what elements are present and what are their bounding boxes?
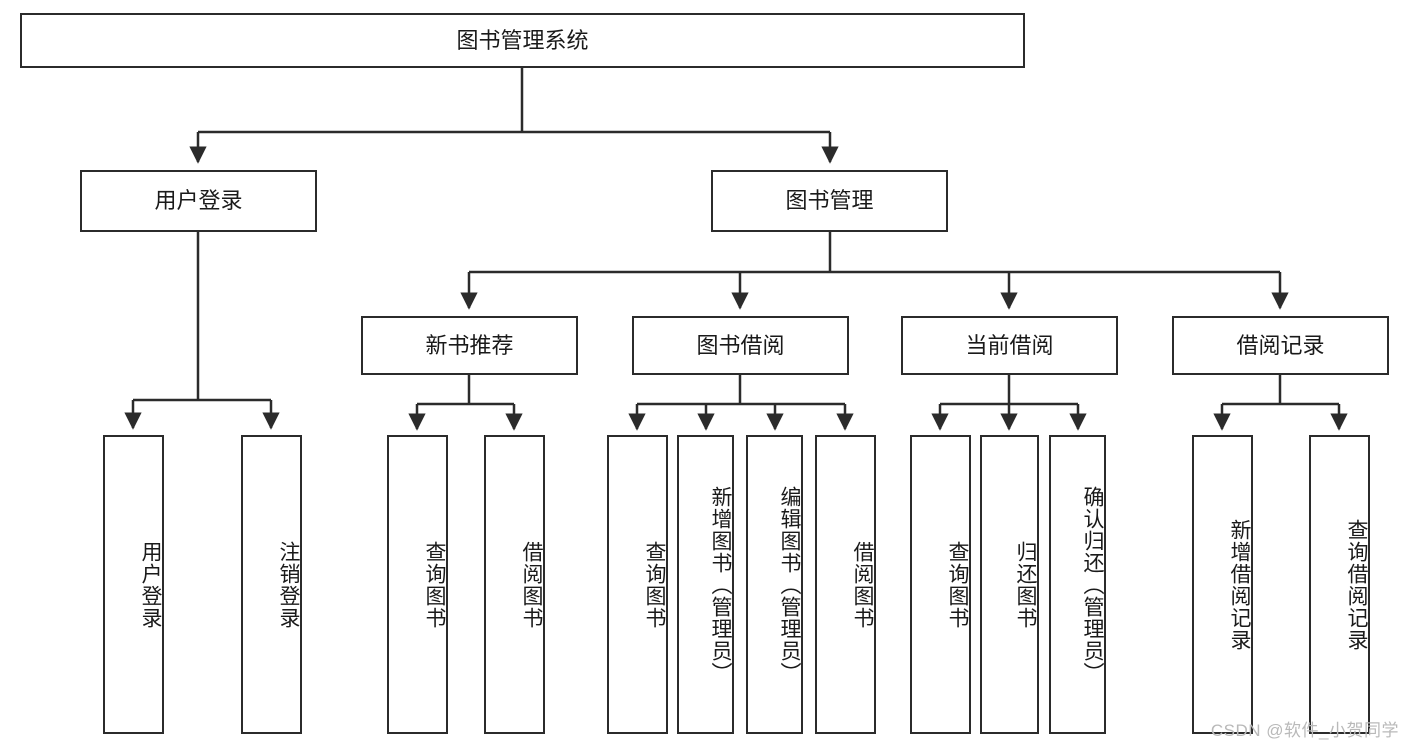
node-user-login[interactable]: 用户登录: [80, 170, 317, 232]
leaf-borrow-book[interactable]: 借阅图书: [815, 435, 876, 734]
node-label: 借阅记录: [1236, 332, 1325, 358]
node-current-borrow[interactable]: 当前借阅: [901, 316, 1118, 375]
leaf-add-borrow-record[interactable]: 新增借阅记录: [1192, 435, 1253, 734]
leaf-borrow-book-recommend[interactable]: 借阅图书: [484, 435, 545, 734]
node-label: 图书管理系统: [456, 27, 589, 53]
node-label: 借阅图书: [851, 540, 874, 629]
node-root-system[interactable]: 图书管理系统: [20, 13, 1025, 68]
node-label: 查询借阅记录: [1345, 518, 1368, 651]
leaf-return-book[interactable]: 归还图书: [980, 435, 1039, 734]
leaf-query-book-borrow[interactable]: 查询图书: [607, 435, 668, 734]
node-label: 查询图书: [643, 540, 666, 629]
leaf-query-borrow-record[interactable]: 查询借阅记录: [1309, 435, 1370, 734]
node-label: 新书推荐: [425, 332, 514, 358]
node-label: 新增图书（管理员）: [709, 485, 732, 684]
node-label: 借阅图书: [520, 540, 543, 629]
leaf-confirm-return-admin[interactable]: 确认归还（管理员）: [1049, 435, 1106, 734]
node-book-borrow[interactable]: 图书借阅: [632, 316, 849, 375]
node-label: 用户登录: [139, 540, 162, 629]
node-new-book-recommend[interactable]: 新书推荐: [361, 316, 578, 375]
node-label: 图书管理: [785, 188, 874, 214]
leaf-user-logout[interactable]: 注销登录: [241, 435, 302, 734]
leaf-edit-book-admin[interactable]: 编辑图书（管理员）: [746, 435, 803, 734]
leaf-query-book-current[interactable]: 查询图书: [910, 435, 971, 734]
node-label: 编辑图书（管理员）: [778, 485, 801, 684]
node-label: 查询图书: [946, 540, 969, 629]
node-label: 确认归还（管理员）: [1081, 485, 1104, 684]
node-label: 用户登录: [154, 188, 243, 214]
node-label: 注销登录: [277, 540, 300, 629]
leaf-add-book-admin[interactable]: 新增图书（管理员）: [677, 435, 734, 734]
leaf-user-login[interactable]: 用户登录: [103, 435, 164, 734]
node-label: 查询图书: [423, 540, 446, 629]
node-book-manage[interactable]: 图书管理: [711, 170, 948, 232]
node-label: 图书借阅: [696, 332, 785, 358]
leaf-query-book-recommend[interactable]: 查询图书: [387, 435, 448, 734]
node-label: 新增借阅记录: [1228, 518, 1251, 651]
watermark: CSDN @软件_小贺同学: [1210, 721, 1399, 740]
node-borrow-record[interactable]: 借阅记录: [1172, 316, 1389, 375]
node-label: 归还图书: [1014, 540, 1037, 629]
node-label: 当前借阅: [965, 332, 1054, 358]
